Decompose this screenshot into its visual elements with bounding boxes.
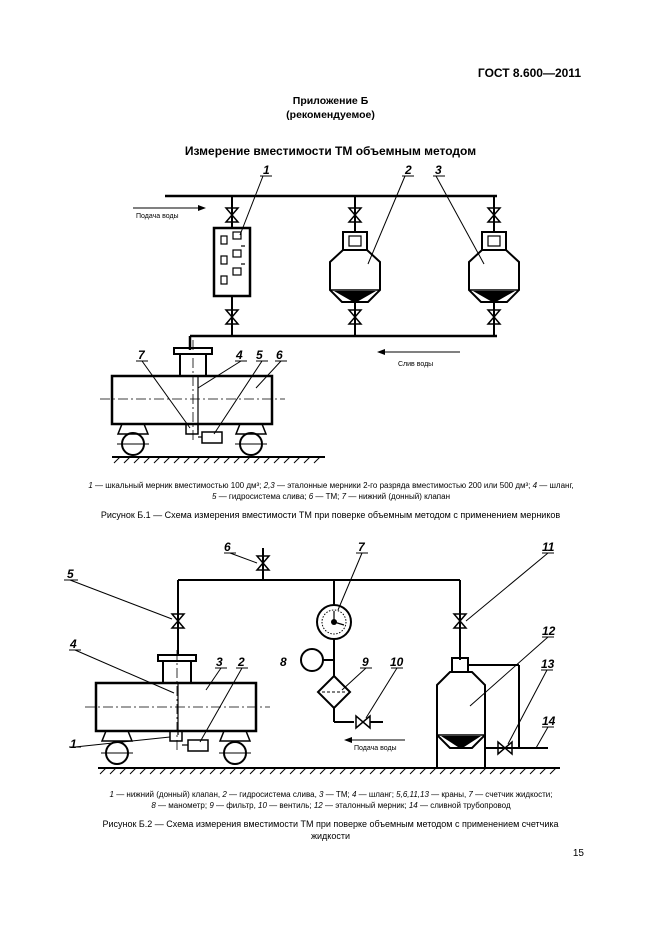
figure-1-legend: 1 — шкальный мерник вместимостью 100 дм³… (40, 480, 622, 502)
ground-hatch (109, 767, 117, 775)
fig1-label-5: 5 (256, 348, 263, 362)
fig2-label-13: 13 (541, 657, 555, 671)
ground-hatch (329, 767, 337, 775)
ground-hatch (359, 767, 367, 775)
ground-hatch (239, 767, 247, 775)
fig1-label-1: 1 (263, 163, 270, 177)
ground-hatch (409, 767, 417, 775)
ground-hatch (399, 767, 407, 775)
ground-hatch (449, 767, 457, 775)
ground-hatch (339, 767, 347, 775)
figure-1-legend-line-1: 1 — шкальный мерник вместимостью 100 дм³… (88, 481, 574, 490)
fig2-label-9: 9 (362, 655, 369, 669)
fig2-label-11: 11 (542, 540, 555, 554)
fig2-label-10: 10 (390, 655, 404, 669)
fig2-label-4: 4 (69, 637, 77, 651)
figure-1-legend-line-2: 5 — гидросистема слива; 6 — ТМ; 7 — нижн… (212, 492, 450, 501)
fig2-label-8: 8 (280, 655, 287, 669)
fig1-label-6: 6 (276, 348, 283, 362)
ground-hatch (199, 767, 207, 775)
ground-hatch (499, 767, 507, 775)
ground-hatch (219, 767, 227, 775)
ground-hatch (139, 767, 147, 775)
ground-hatch (479, 767, 487, 775)
ground-hatch (369, 767, 377, 775)
ground-hatch (169, 767, 177, 775)
figure-2-legend-line-2: 8 — манометр; 9 — фильтр, 10 — вентиль; … (151, 801, 511, 810)
ground-hatch (189, 767, 197, 775)
appendix-title: Приложение Б (292, 95, 369, 107)
fig1-label-4: 4 (235, 348, 243, 362)
ground-hatch (249, 767, 257, 775)
fig1-label-7: 7 (138, 348, 146, 362)
ground-hatch (539, 767, 547, 775)
fig2-label-14: 14 (542, 714, 556, 728)
ground-hatch (99, 767, 107, 775)
section-title: Измерение вместимости ТМ объемным методо… (184, 144, 477, 158)
ground-hatch (509, 767, 517, 775)
ground-hatch (279, 767, 287, 775)
ground-hatch (389, 767, 397, 775)
fig1-label-2: 2 (404, 163, 412, 177)
ground-hatch (459, 767, 467, 775)
appendix-status: (рекомендуемое) (286, 109, 375, 121)
ground-hatch (309, 767, 317, 775)
ground-hatch (419, 767, 427, 775)
ground-hatch (489, 767, 497, 775)
figure-2-legend: 1 — нижний (донный) клапан, 2 — гидросис… (40, 789, 622, 811)
fig2-label-7: 7 (358, 540, 366, 554)
fig1-label-3: 3 (435, 163, 442, 177)
ground-hatch (299, 767, 307, 775)
ground-hatch (549, 767, 557, 775)
ground-hatch (529, 767, 537, 775)
fig2-label-12: 12 (542, 624, 556, 638)
fig2-label-3: 3 (216, 655, 223, 669)
ground-hatch (289, 767, 297, 775)
ground-hatch (149, 767, 157, 775)
fig2-label-2: 2 (237, 655, 245, 669)
ground-hatch (319, 767, 327, 775)
ground-hatch (519, 767, 527, 775)
figure-1-caption: Рисунок Б.1 — Схема измерения вместимост… (100, 510, 561, 520)
figure-2-legend-line-1: 1 — нижний (донный) клапан, 2 — гидросис… (109, 790, 553, 799)
ground-hatch (439, 767, 447, 775)
figure-2-caption-line-2: жидкости (311, 831, 350, 841)
ground-hatch (129, 767, 137, 775)
ground-hatch (179, 767, 187, 775)
figure-2-caption: Рисунок Б.2 — Схема измерения вместимост… (50, 818, 611, 842)
ground-hatch (379, 767, 387, 775)
ground-hatch (119, 767, 127, 775)
fig2-label-1: 1 (70, 737, 77, 751)
ground-hatch (349, 767, 357, 775)
ground-hatch (259, 767, 267, 775)
page-number: 15 (572, 848, 584, 859)
fig2-label-6: 6 (224, 540, 231, 554)
ground-hatch (209, 767, 217, 775)
ground-hatch (469, 767, 477, 775)
fig2-water-supply: Подача воды (354, 745, 397, 752)
figure-2-caption-line-1: Рисунок Б.2 — Схема измерения вместимост… (102, 819, 559, 829)
fig1-water-supply: Подача воды (136, 213, 179, 220)
ground-hatch (159, 767, 167, 775)
standard-number: ГОСТ 8.600—2011 (477, 66, 581, 80)
ground-hatch (269, 767, 277, 775)
fig1-water-drain: Слив воды (398, 361, 433, 368)
ground-hatch (429, 767, 437, 775)
ground-hatch (229, 767, 237, 775)
fig2-label-5: 5 (67, 567, 74, 581)
